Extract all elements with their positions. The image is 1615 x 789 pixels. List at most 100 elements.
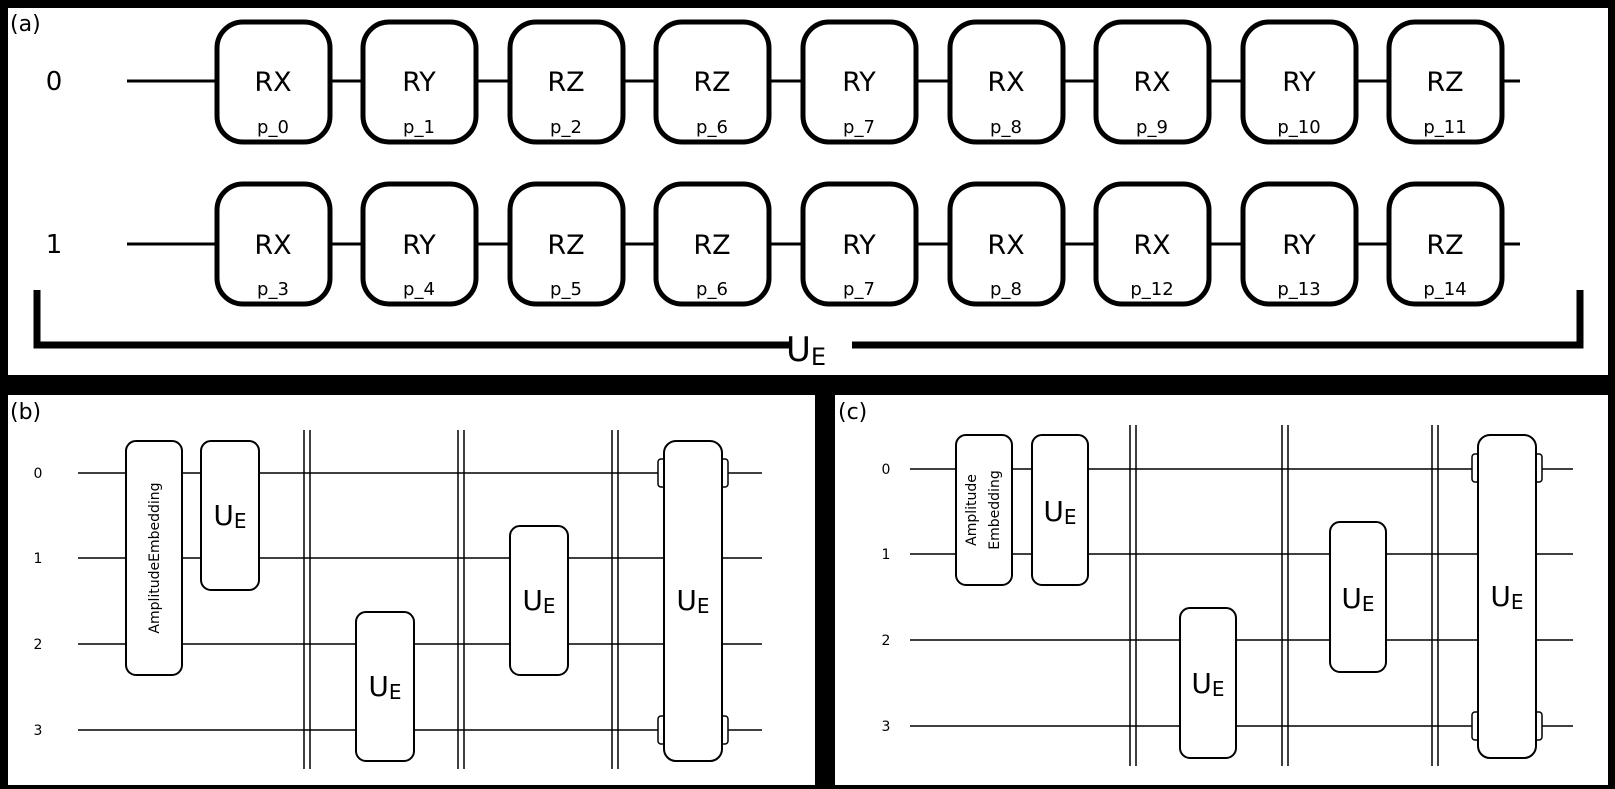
gate: RY p_4 [360, 181, 479, 307]
svg-text:UE: UE [1043, 495, 1076, 529]
gate: RX p_8 [947, 181, 1066, 307]
ue-block: UE [200, 440, 260, 591]
wire-label-3: 3 [34, 723, 43, 739]
gate-param: p_3 [257, 279, 289, 300]
gate: RXp_9 [1093, 19, 1212, 145]
svg-text:UE: UE [1341, 582, 1374, 616]
wire-label-3: 3 [882, 719, 891, 735]
ue-block-wide: UE [1471, 434, 1543, 759]
gate-param: p_0 [257, 117, 289, 138]
ue-block: UE [355, 611, 415, 762]
wire-label-0: 0 [882, 462, 891, 478]
amplitude-embedding-gate: AmplitudeEmbedding [125, 440, 183, 676]
gate: RY p_7 [800, 181, 919, 307]
gate-param: p_8 [990, 117, 1022, 138]
gate-op: RX [254, 230, 291, 261]
panel-b-label: (b) [10, 400, 41, 425]
gate-param: p_1 [403, 117, 435, 138]
gate: RZ p_14 [1386, 181, 1505, 307]
gate-op: RX [987, 67, 1024, 98]
gate: RY p_10 [1240, 19, 1359, 145]
wire-label-1: 1 [34, 551, 43, 567]
panel-b: (b) 0 1 2 3 AmplitudeEmbedding UE UE UE … [8, 395, 815, 785]
panel-a: (a) 0 1 RX p_0 RY p_1 RZ p_2 RZ p_6 RY p_7 RX… [8, 8, 1608, 375]
gate-op: RX [1133, 230, 1170, 261]
amplitude-embedding-gate: Amplitude Embedding [955, 434, 1013, 586]
gate-op: RX [987, 230, 1024, 261]
svg-text:UE: UE [368, 670, 401, 704]
wire-label-1: 1 [882, 547, 891, 563]
gates-row-0: RXp_0 RYp_1 RZp_2 RZp_6 RYp_7 RXp_8 RXp_… [214, 19, 1505, 145]
gate-param: p_13 [1277, 279, 1320, 300]
gate-op: RZ [693, 230, 730, 261]
wire-label-2: 2 [882, 633, 891, 649]
gate-param: p_10 [1277, 117, 1320, 138]
gate-op: RY [842, 67, 876, 98]
ue-block: UE [509, 525, 569, 676]
panel-a-label: (a) [10, 12, 41, 37]
gate-param: p_2 [550, 117, 582, 138]
barrier [457, 430, 465, 769]
gate-op: RY [1282, 230, 1316, 261]
svg-text:UE: UE [1191, 667, 1224, 701]
gate-op: RZ [1426, 67, 1463, 98]
barrier [1129, 425, 1137, 766]
gate: RX p_3 [214, 181, 333, 307]
gate-param: p_6 [696, 279, 728, 300]
svg-text:UE: UE [522, 584, 555, 618]
ue-bracket [33, 290, 1584, 349]
gate-op: RZ [547, 67, 584, 98]
ue-block-wide: UE [657, 440, 729, 762]
gate-param: p_14 [1423, 279, 1466, 300]
wire-label-0: 0 [46, 67, 63, 97]
gate-param: p_5 [550, 279, 582, 300]
gate-op: RY [402, 230, 436, 261]
gate-param: p_7 [843, 117, 875, 138]
gate-op: RZ [693, 67, 730, 98]
wire-label-1: 1 [46, 230, 63, 260]
gate: RZ p_6 [653, 181, 772, 307]
panel-c-label: (c) [838, 400, 867, 425]
gate-param: p_6 [696, 117, 728, 138]
gate: RZ p_5 [507, 181, 626, 307]
svg-text:UE: UE [676, 584, 709, 618]
embedding-label: AmplitudeEmbedding [147, 482, 163, 633]
gate-param: p_8 [990, 279, 1022, 300]
barrier [1281, 425, 1289, 766]
ue-block: UE [1179, 607, 1237, 759]
wire-label-0: 0 [34, 466, 43, 482]
embedding-label-line-1: Amplitude [964, 474, 980, 546]
gate-param: p_7 [843, 279, 875, 300]
gate-op: RZ [547, 230, 584, 261]
gate: RY p_13 [1240, 181, 1359, 307]
gate: RX p_0 [214, 19, 333, 145]
ue-block: UE [1031, 434, 1089, 586]
bracket-label: UE [786, 330, 826, 371]
gate-param: p_11 [1423, 117, 1466, 138]
gate-op: RY [1282, 67, 1316, 98]
gate: RZ p_6 [653, 19, 772, 145]
gate-op: RY [842, 230, 876, 261]
gates-row-1: RXp_3 RYp_4 RZp_5 RZp_6 RYp_7 RXp_8 RXp_… [214, 181, 1505, 307]
gate: RY p_7 [800, 19, 919, 145]
gate-op: RY [402, 67, 436, 98]
gate: RY p_1 [360, 19, 479, 145]
gate-param: p_4 [403, 279, 435, 300]
barrier [1431, 425, 1439, 766]
gate: RZ p_2 [507, 19, 626, 145]
gate: RX p_8 [947, 19, 1066, 145]
gate: RZ p_11 [1386, 19, 1505, 145]
svg-text:UE: UE [213, 499, 246, 533]
gate: RXp_12 [1093, 181, 1212, 307]
wire-label-2: 2 [34, 637, 43, 653]
ue-block: UE [1329, 521, 1387, 673]
gate-op: RZ [1426, 230, 1463, 261]
svg-text:UE: UE [1490, 580, 1523, 614]
gate-op: RX [1133, 67, 1170, 98]
embedding-label-line-2: Embedding [987, 470, 1003, 549]
barrier [611, 430, 619, 769]
barrier [303, 430, 311, 769]
panel-c: (c) 0 1 2 3 Amplitude Embedding UE UE UE… [835, 395, 1608, 785]
gate-op: RX [254, 67, 291, 98]
